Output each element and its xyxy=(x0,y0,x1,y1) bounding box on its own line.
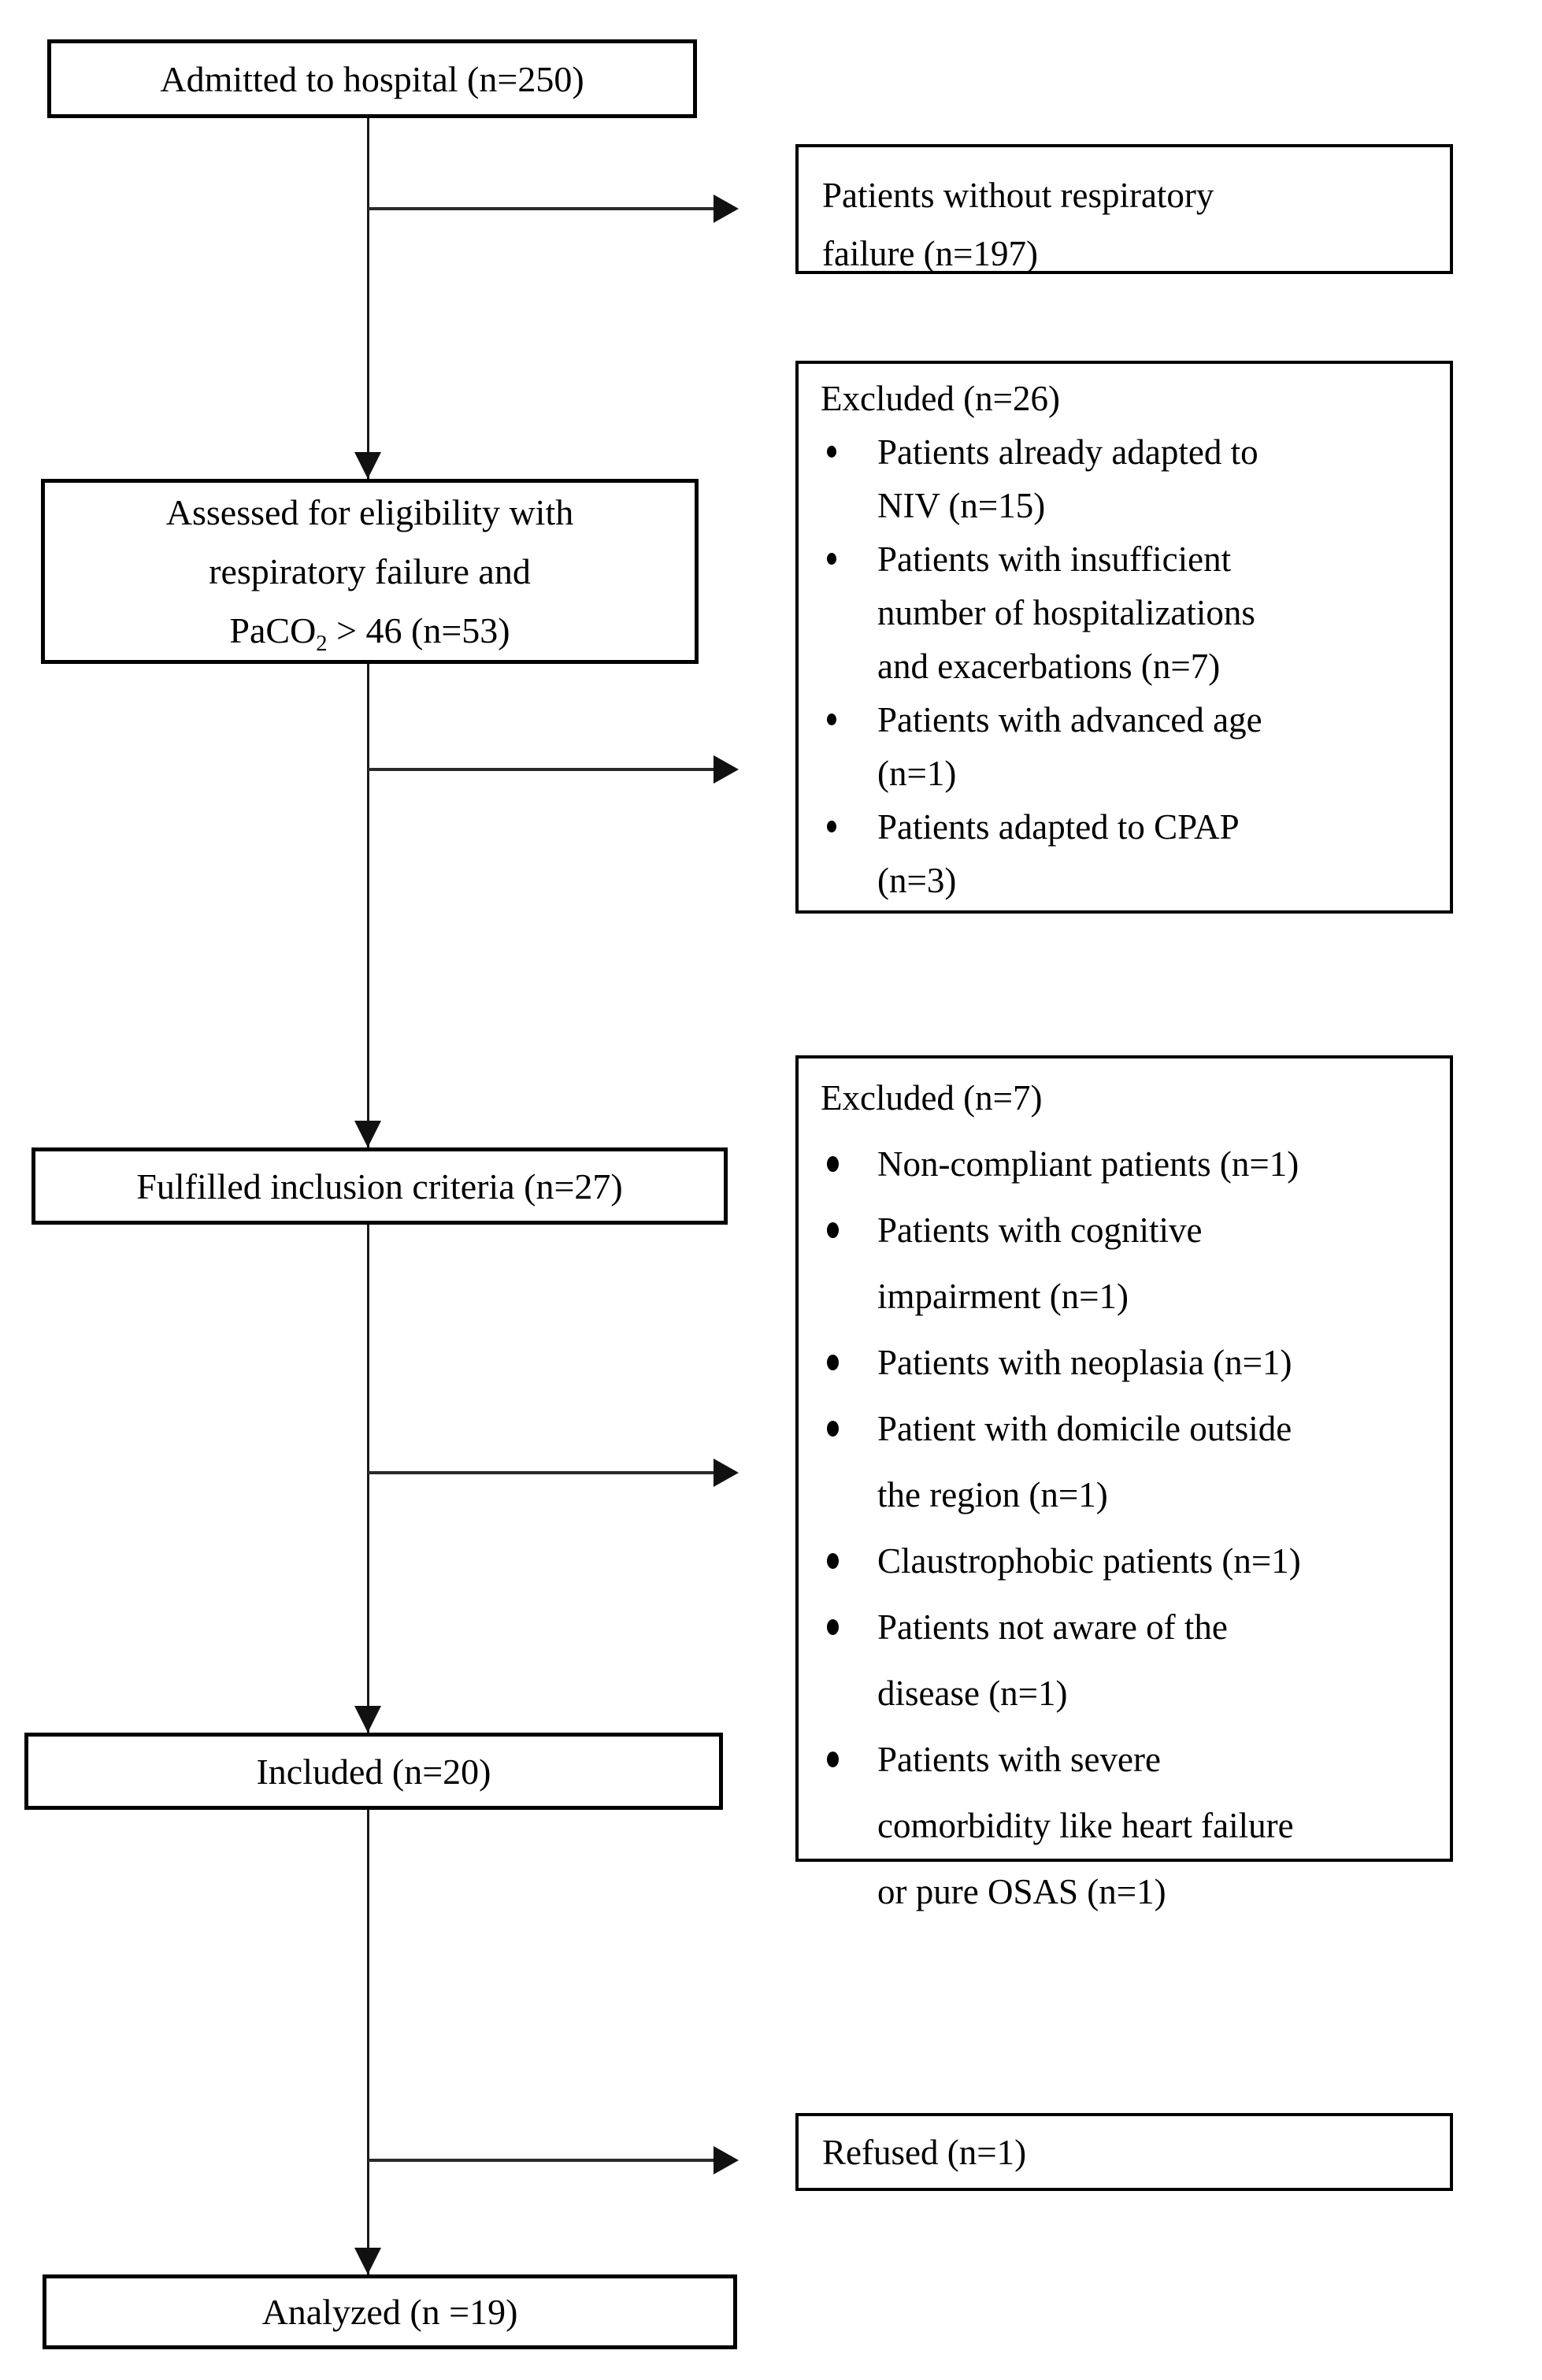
node-analyzed: Analyzed (n =19) xyxy=(43,2274,737,2349)
bullet-icon xyxy=(827,1156,839,1172)
list-item-text: Patients with advanced age(n=1) xyxy=(877,700,1262,793)
bullet-col xyxy=(799,1726,877,1767)
formula-pre: PaCO xyxy=(229,610,317,651)
bullet-icon xyxy=(827,553,836,565)
arrowhead-right-icon xyxy=(714,2146,739,2174)
arrowhead-right-icon xyxy=(714,1459,739,1487)
node-assessed-formula: PaCO2 > 46 (n=53) xyxy=(229,601,510,660)
branch-line-excluded-26 xyxy=(368,768,715,771)
connector-assessed-to-fulfilled xyxy=(367,664,369,1147)
arrowhead-right-icon xyxy=(714,755,739,784)
arrowhead-down-icon xyxy=(354,2248,381,2274)
bullet-col xyxy=(799,1329,877,1370)
bullet-icon xyxy=(827,1553,839,1569)
bullet-col xyxy=(799,1131,877,1172)
arrowhead-down-icon xyxy=(354,1706,381,1733)
bullet-col xyxy=(799,693,877,725)
list-item-text: Patients with neoplasia (n=1) xyxy=(877,1343,1292,1382)
node-included-label: Included (n=20) xyxy=(256,1751,491,1792)
bullet-icon xyxy=(827,714,836,725)
bullet-col xyxy=(799,532,877,565)
node-refused-label: Refused (n=1) xyxy=(822,2132,1027,2172)
node-analyzed-label: Analyzed (n =19) xyxy=(261,2292,518,2332)
connector-admitted-to-assessed xyxy=(367,118,369,479)
bullet-icon xyxy=(827,1222,839,1238)
list-item: Patients with advanced age(n=1) xyxy=(799,693,1450,800)
bullet-icon xyxy=(827,821,836,832)
node-excluded-7-title: Excluded (n=7) xyxy=(821,1078,1043,1118)
bullet-icon xyxy=(827,1619,839,1635)
connector-included-to-analyzed xyxy=(367,1810,369,2274)
branch-line-refused xyxy=(368,2159,715,2162)
bullet-icon xyxy=(827,1355,839,1370)
node-excluded-26-title: Excluded (n=26) xyxy=(821,379,1061,418)
node-admitted-label: Admitted to hospital (n=250) xyxy=(160,58,584,99)
arrowhead-right-icon xyxy=(714,195,739,223)
node-refused: Refused (n=1) xyxy=(795,2113,1453,2191)
bullet-col xyxy=(799,425,877,458)
list-item-text: Non-compliant patients (n=1) xyxy=(877,1144,1299,1184)
list-item-text: Claustrophobic patients (n=1) xyxy=(877,1541,1301,1581)
bullet-icon xyxy=(827,1752,839,1767)
bullet-icon xyxy=(827,1421,839,1437)
list-item: Patients with neoplasia (n=1) xyxy=(799,1329,1450,1396)
list-item: Non-compliant patients (n=1) xyxy=(799,1131,1450,1197)
arrowhead-down-icon xyxy=(354,452,381,479)
arrowhead-down-icon xyxy=(354,1121,381,1147)
list-item: Claustrophobic patients (n=1) xyxy=(799,1528,1450,1594)
list-item: Patients adapted to CPAP(n=3) xyxy=(799,800,1450,907)
bullet-col xyxy=(799,1594,877,1635)
node-fulfilled-criteria: Fulfilled inclusion criteria (n=27) xyxy=(32,1147,728,1225)
formula-post: > 46 (n=53) xyxy=(327,610,510,651)
node-included: Included (n=20) xyxy=(24,1733,723,1810)
connector-fulfilled-to-included xyxy=(367,1225,369,1733)
bullet-col xyxy=(799,800,877,832)
node-admitted: Admitted to hospital (n=250) xyxy=(47,39,697,118)
bullet-col xyxy=(799,1197,877,1238)
bullet-icon xyxy=(827,446,836,458)
formula-subscript: 2 xyxy=(316,632,328,657)
list-item-text: Patients adapted to CPAP(n=3) xyxy=(877,807,1240,900)
bullet-col xyxy=(799,1396,877,1437)
node-excluded-26: Excluded (n=26) Patients already adapted… xyxy=(795,361,1453,914)
branch-line-no-resp-failure xyxy=(368,207,715,210)
node-excluded-7: Excluded (n=7) Non-compliant patients (n… xyxy=(795,1055,1453,1911)
bullet-col xyxy=(799,1528,877,1569)
node-fulfilled-criteria-label: Fulfilled inclusion criteria (n=27) xyxy=(136,1166,623,1207)
branch-line-excluded-7 xyxy=(368,1471,715,1474)
